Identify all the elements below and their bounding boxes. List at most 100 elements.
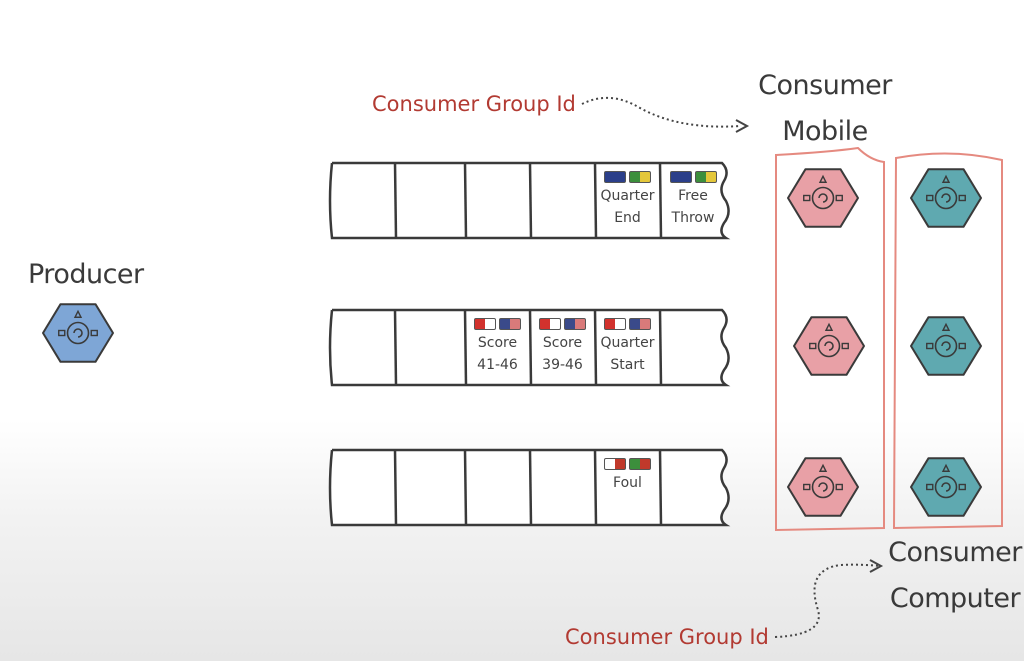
arrow-up-icon (818, 463, 828, 472)
consumer-mobile-label: Consumer Mobile (755, 63, 895, 155)
mobile-consumer-node-2 (793, 316, 865, 376)
partition-divider (528, 449, 533, 526)
port-left-icon (926, 342, 934, 350)
brazil-flag-icon (694, 171, 717, 183)
canada-flag-icon (604, 318, 626, 330)
hub-ring-icon (934, 334, 958, 358)
message-text: Free (678, 188, 708, 204)
mobile-consumer-node-1 (787, 168, 859, 228)
flags (595, 458, 660, 470)
canada-flag-icon (539, 318, 561, 330)
swirl-icon (941, 482, 951, 492)
australia-flag-icon (604, 171, 626, 183)
canada-flag-icon (474, 318, 496, 330)
flags (530, 318, 595, 330)
arrow-up-icon (818, 174, 828, 183)
arrowhead-icon (735, 119, 750, 133)
brazil-flag-icon (629, 171, 651, 183)
message-text: Score (542, 335, 583, 351)
consumer-computer-group-box (892, 152, 1003, 530)
port-left-icon (809, 342, 817, 350)
hub-ring-icon (934, 475, 958, 499)
bottom-dotted-arrow (774, 563, 881, 638)
hub-ring-icon (934, 186, 958, 210)
message-text: Foul (613, 475, 642, 491)
bottom-consumer-group-id-label: Consumer Group Id (565, 625, 769, 649)
australia-flag-icon (669, 171, 692, 183)
arrow-up-icon (941, 322, 951, 331)
computer-consumer-node-2 (910, 316, 982, 376)
consumer-mobile-line1: Consumer (758, 70, 892, 101)
swirl-icon (941, 193, 951, 203)
producer-label: Producer (28, 259, 144, 290)
consumer-computer-line1: Consumer (888, 537, 1022, 568)
hexagon-body (793, 316, 865, 376)
mobile-consumer-node-3 (787, 457, 859, 517)
partition-divider (658, 162, 663, 239)
message-text: Start (610, 357, 645, 373)
partition-divider (463, 449, 468, 526)
partition-divider (528, 162, 533, 239)
message-text: Throw (671, 210, 715, 226)
port-right-icon (841, 342, 849, 350)
hexagon-body (910, 457, 982, 517)
flags (595, 171, 660, 183)
message-text: End (614, 210, 641, 226)
computer-consumer-node-1 (910, 168, 982, 228)
arrow-up-icon (824, 322, 834, 331)
partition-divider (658, 309, 663, 386)
message-text: Quarter (600, 188, 655, 204)
hexagon-body (910, 316, 982, 376)
partition-divider (463, 309, 468, 386)
port-right-icon (90, 329, 98, 337)
partition-divider (528, 309, 533, 386)
arrow-up-icon (941, 174, 951, 183)
partition-divider (393, 309, 398, 386)
top-consumer-group-id-label: Consumer Group Id (372, 92, 576, 116)
port-right-icon (958, 194, 966, 202)
arrow-up-icon (941, 463, 951, 472)
port-left-icon (926, 194, 934, 202)
producer-node (42, 303, 114, 363)
arrowhead-icon (869, 559, 884, 573)
hexagon-body (787, 457, 859, 517)
swirl-icon (818, 482, 828, 492)
port-left-icon (803, 483, 811, 491)
port-right-icon (958, 342, 966, 350)
partition-2 (328, 308, 731, 387)
partition-divider (658, 449, 663, 526)
hub-ring-icon (66, 321, 90, 345)
port-left-icon (58, 329, 66, 337)
partition-divider (393, 449, 398, 526)
partition-divider (463, 162, 468, 239)
message-text: 41-46 (477, 357, 518, 373)
partition-1 (328, 161, 731, 240)
arrow-up-icon (73, 309, 83, 318)
swirl-icon (824, 341, 834, 351)
malta-flag-icon (604, 458, 626, 470)
message-text: Quarter (600, 335, 655, 351)
hexagon-body (42, 303, 114, 363)
consumer-computer-label: Consumer Computer (885, 530, 1024, 622)
flags (595, 318, 660, 330)
consumer-mobile-group-box (775, 146, 885, 532)
port-right-icon (958, 483, 966, 491)
computer-consumer-node-3 (910, 457, 982, 517)
port-right-icon (835, 483, 843, 491)
hub-ring-icon (811, 475, 835, 499)
port-left-icon (803, 194, 811, 202)
consumer-mobile-line2: Mobile (782, 116, 868, 147)
flags (465, 318, 530, 330)
usa-flag-icon (499, 318, 521, 330)
hexagon-body (787, 168, 859, 228)
usa-flag-icon (564, 318, 586, 330)
port-right-icon (835, 194, 843, 202)
swirl-icon (818, 193, 828, 203)
top-dotted-arrow (581, 97, 741, 128)
portugal-flag-icon (629, 458, 651, 470)
